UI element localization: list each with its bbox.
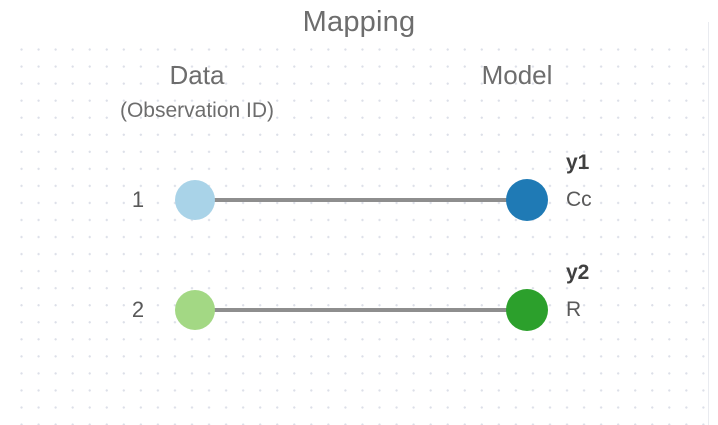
model-variable-label: y2 [566,261,590,284]
mapping-row: 1 y1 Cc [0,150,718,250]
column-header-model: Model [481,60,553,90]
model-node-circle[interactable] [506,179,548,221]
right-edge-divider [708,22,709,425]
observation-id-label: 1 [131,187,145,212]
model-node-circle[interactable] [506,289,548,331]
page-title: Mapping [302,6,416,38]
model-variable-label: y1 [566,151,590,174]
column-header-data: Data [169,60,225,90]
dot-grid-background [13,41,708,425]
mapping-row: 2 y2 R [0,260,718,360]
mapping-link-line [195,308,527,312]
data-node-circle[interactable] [175,290,215,330]
mapping-link-line [195,198,527,202]
observation-id-label: 2 [131,297,145,322]
column-header-data-sublabel: (Observation ID) [119,99,275,122]
model-name-label: R [566,298,582,321]
data-node-circle[interactable] [175,180,215,220]
model-name-label: Cc [566,188,592,211]
